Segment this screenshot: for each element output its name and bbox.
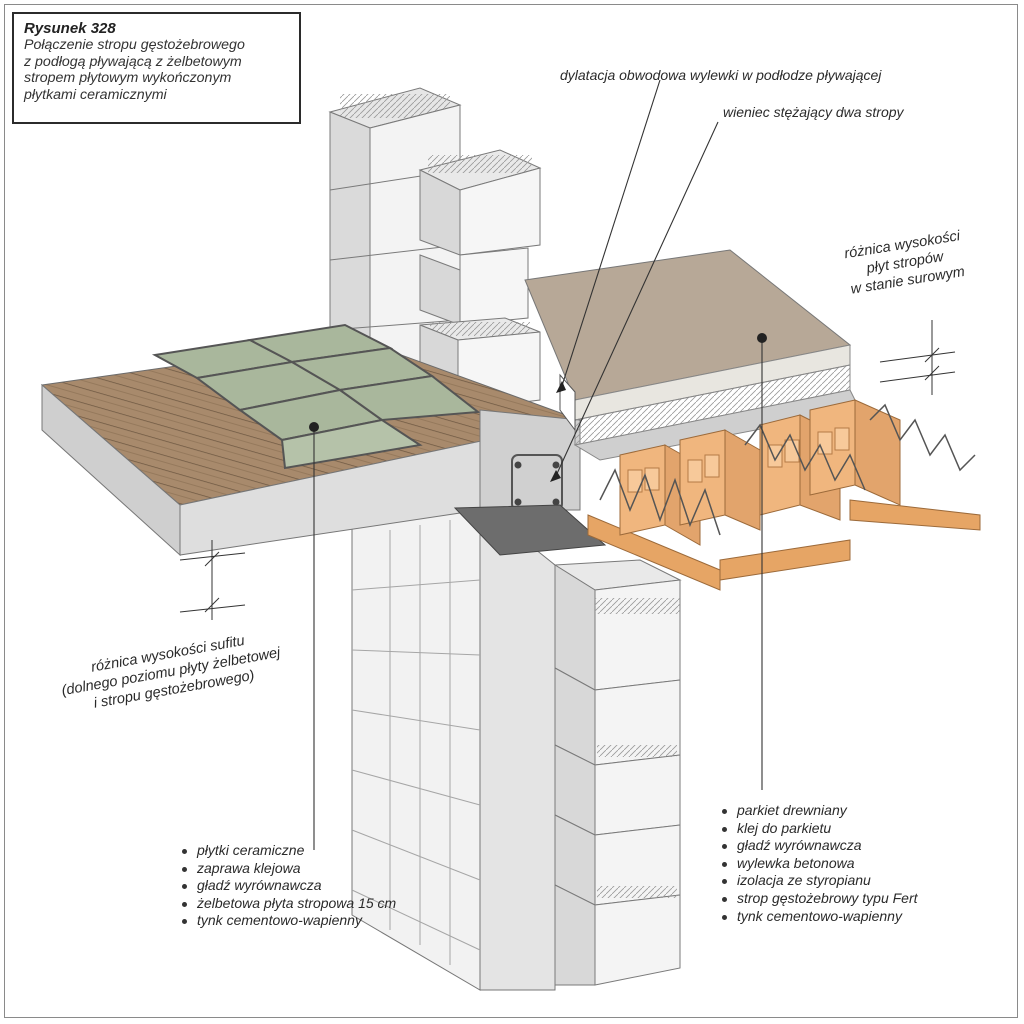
list-item: zaprawa klejowa (180, 860, 396, 878)
figure-number: Rysunek 328 (24, 20, 116, 37)
layers-list-left: płytki ceramiczne zaprawa klejowa gładź … (180, 842, 396, 930)
figure-frame (4, 4, 1018, 1018)
list-item: klej do parkietu (720, 820, 918, 838)
list-item: gładź wyrównawcza (180, 877, 396, 895)
figure-caption-line-4: płytkami ceramicznymi (24, 86, 167, 103)
leader-lines (313, 79, 763, 850)
dimension-marks (179, 320, 956, 620)
list-item: strop gęstożebrowy typu Fert (720, 890, 918, 908)
list-item: gładź wyrównawcza (720, 837, 918, 855)
layers-list-right: parkiet drewniany klej do parkietu gładź… (720, 802, 918, 925)
callout-ring-beam: wieniec stężający dwa stropy (723, 104, 904, 120)
leader-dots (309, 333, 767, 482)
ceramic-tiles (151, 323, 481, 470)
fert-ceiling (587, 399, 981, 591)
right-floor (524, 249, 861, 461)
ring-beam (453, 409, 607, 556)
list-item: płytki ceramiczne (180, 842, 396, 860)
figure-caption-line-3: stropem płytowym wykończonym (24, 70, 232, 86)
lower-wall-blocks (553, 559, 682, 986)
list-item: wylewka betonowa (720, 855, 918, 873)
list-item: izolacja ze styropianu (720, 872, 918, 890)
list-item: parkiet drewniany (720, 802, 918, 820)
figure-title-box: Rysunek 328 Połączenie stropu gęstożebro… (12, 12, 301, 124)
list-item: żelbetowa płyta stropowa 15 cm (180, 895, 396, 913)
list-item: tynk cementowo-wapienny (720, 908, 918, 926)
figure-caption-line-1: Połączenie stropu gęstożebrowego (24, 37, 245, 53)
callout-dilatation: dylatacja obwodowa wylewki w podłodze pł… (560, 67, 882, 83)
figure-caption-line-2: z podłogą pływającą z żelbetowym (24, 53, 242, 70)
list-item: tynk cementowo-wapienny (180, 912, 396, 930)
lower-wall (351, 503, 556, 991)
